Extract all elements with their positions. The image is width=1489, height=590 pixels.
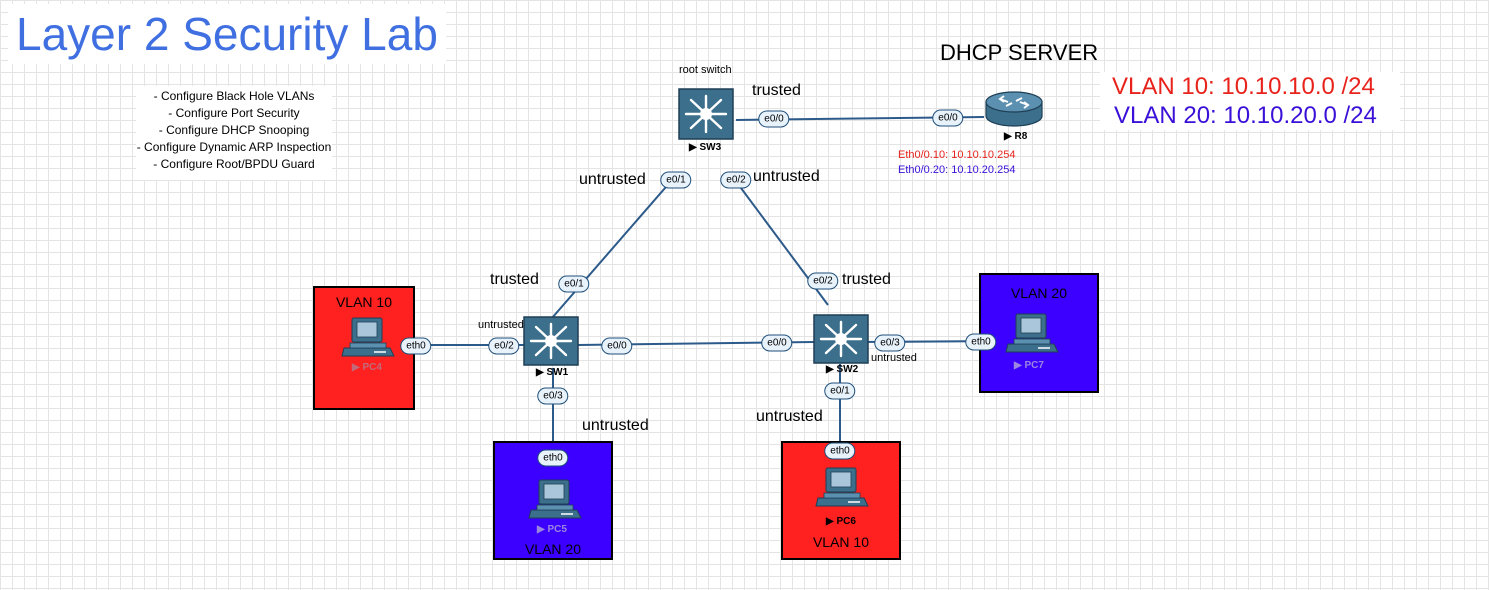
pc-icon[interactable] (340, 316, 396, 362)
trust-label-sw1-e01: trusted (490, 271, 539, 288)
vlan10-network: VLAN 10: 10.10.10.0 /24 (1112, 73, 1375, 100)
port-pc5-eth0[interactable]: eth0 (537, 449, 569, 467)
trust-label-sw1-e02: untrusted (478, 319, 524, 331)
port-pc7-eth0[interactable]: eth0 (965, 333, 997, 351)
pc-icon[interactable] (1004, 312, 1060, 358)
pc-icon[interactable] (814, 466, 870, 512)
sw2-label: ▶ SW2 (826, 364, 859, 375)
trust-label-sw3-e01: untrusted (579, 171, 646, 188)
sw1-label: ▶ SW1 (536, 367, 569, 378)
port-pc6-eth0[interactable]: eth0 (824, 442, 856, 460)
page-title: Layer 2 Security Lab (8, 4, 446, 64)
vlan20-network: VLAN 20: 10.10.20.0 /24 (1114, 102, 1377, 129)
port-sw3-e01[interactable]: e0/1 (660, 171, 692, 189)
trust-label-sw2-e02: trusted (842, 271, 891, 288)
vlan-label: VLAN 20 (1010, 285, 1068, 301)
port-sw1-e02[interactable]: e0/2 (488, 337, 520, 355)
link-sw3-sw1 (551, 179, 673, 319)
r8-subinterface-vlan10: Eth0/0.10: 10.10.10.254 (898, 149, 1016, 161)
port-r8-e00[interactable]: e0/0 (932, 109, 964, 127)
pc6-label: ▶ PC6 (826, 516, 856, 527)
task-list: - Configure Black Hole VLANs - Configure… (136, 86, 332, 180)
port-sw2-e02[interactable]: e0/2 (807, 272, 839, 290)
task-item: - Configure Root/BPDU Guard (153, 157, 315, 171)
task-item: - Configure Black Hole VLANs (153, 89, 315, 103)
port-sw1-e03[interactable]: e0/3 (537, 387, 569, 405)
switch-icon[interactable] (678, 88, 734, 140)
port-sw2-e01[interactable]: e0/1 (824, 382, 856, 400)
r8-label: ▶ R8 (1004, 131, 1028, 142)
r8-subinterface-vlan20: Eth0/0.20: 10.10.20.254 (898, 164, 1016, 176)
trust-label-sw1-e03: untrusted (582, 417, 649, 434)
router-icon[interactable] (984, 90, 1044, 128)
vlan-label: VLAN 20 (524, 541, 582, 557)
sw3-label: ▶ SW3 (689, 142, 722, 153)
port-sw3-e00[interactable]: e0/0 (758, 110, 790, 128)
port-sw2-e00[interactable]: e0/0 (761, 334, 793, 352)
task-item: - Configure DHCP Snooping (158, 123, 310, 137)
pc-icon[interactable] (527, 478, 583, 524)
trust-label-sw3-e02: untrusted (753, 168, 820, 185)
port-sw3-e02[interactable]: e0/2 (720, 171, 752, 189)
port-pc4-eth0[interactable]: eth0 (400, 337, 432, 355)
network-legend: VLAN 10: 10.10.10.0 /24 VLAN 20: 10.10.2… (1100, 72, 1400, 130)
trust-label-sw2-e01: untrusted (756, 408, 823, 425)
port-sw2-e03[interactable]: e0/3 (874, 334, 906, 352)
switch-icon[interactable] (523, 316, 579, 366)
vlan-label: VLAN 10 (335, 294, 393, 310)
pc5-label: ▶ PC5 (537, 524, 567, 535)
port-sw1-e00[interactable]: e0/0 (601, 337, 633, 355)
port-sw1-e01[interactable]: e0/1 (558, 275, 590, 293)
dhcp-server-label: DHCP SERVER (940, 40, 1099, 65)
vlan10-box-pc4: VLAN 10 (313, 286, 415, 410)
sw3-caption: root switch (679, 64, 732, 76)
trust-label-sw2-e03: untrusted (871, 352, 917, 364)
trust-label-sw3-r8: trusted (752, 82, 801, 99)
pc4-label: ▶ PC4 (352, 362, 382, 373)
vlan-label: VLAN 10 (812, 534, 870, 550)
switch-icon[interactable] (813, 314, 869, 364)
pc7-label: ▶ PC7 (1014, 360, 1044, 371)
task-item: - Configure Dynamic ARP Inspection (136, 140, 332, 154)
task-item: - Configure Port Security (168, 106, 300, 120)
